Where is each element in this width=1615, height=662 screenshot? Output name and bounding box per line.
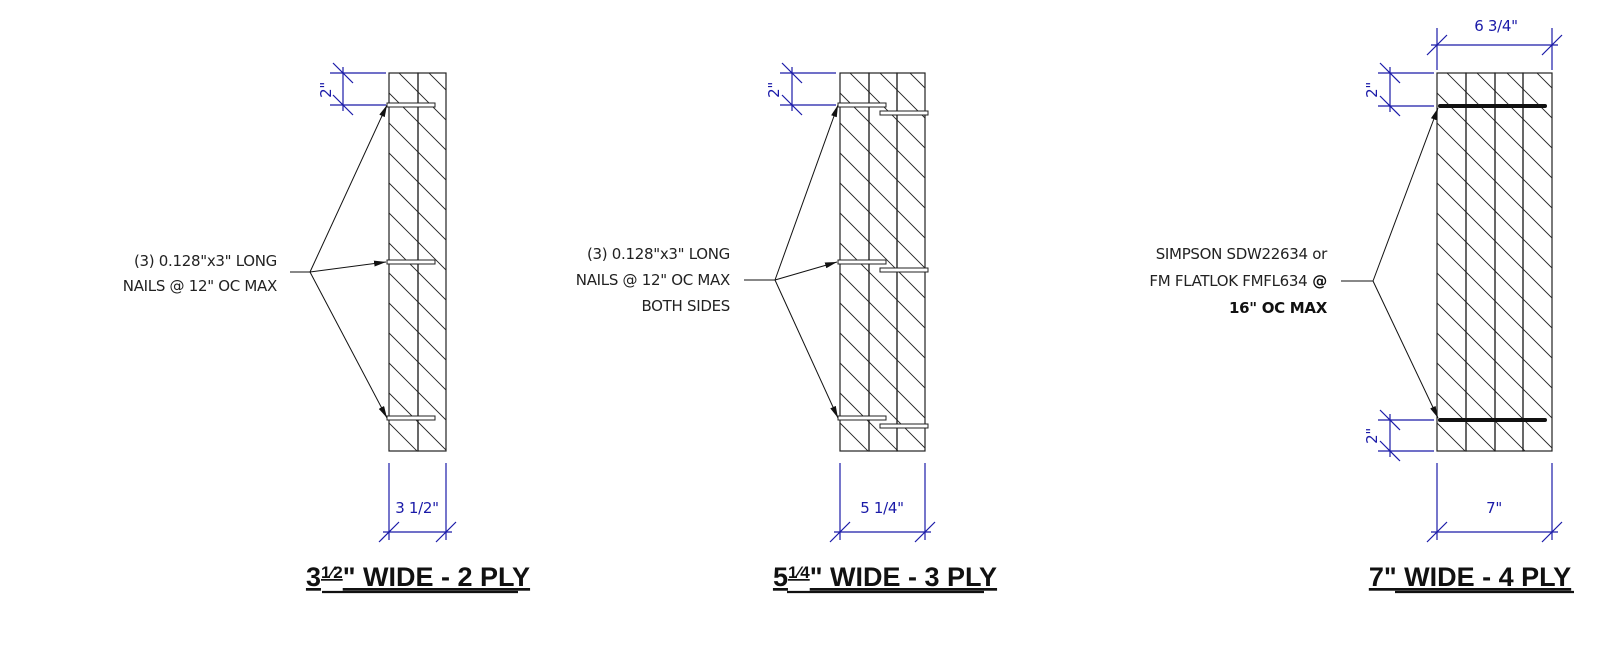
detail-3-ply: 2" 5 1/4" (3) 0.128"x3" LONG NAILS @ 12"… — [576, 62, 997, 592]
width-dimension: 3 1/2" — [378, 463, 457, 543]
callout-line-3: BOTH SIDES — [641, 297, 730, 315]
top-dim-label: 6 3/4" — [1474, 17, 1518, 35]
edge-dimension: 2" — [765, 62, 836, 116]
ply-2 — [1465, 72, 1496, 452]
edge-dim-bottom-label: 2" — [1363, 428, 1381, 444]
ply-3 — [896, 72, 926, 452]
nail — [386, 259, 436, 265]
callout-line-1: SIMPSON SDW22634 or — [1156, 245, 1328, 263]
callout-leader — [1341, 107, 1439, 419]
nail — [879, 267, 929, 273]
detail-title: 31⁄2" WIDE - 2 PLY — [306, 562, 530, 592]
ply-4 — [1522, 72, 1553, 452]
callout-line-2: FM FLATLOK FMFL634 @ — [1149, 272, 1327, 290]
callout-line-1: (3) 0.128"x3" LONG — [587, 245, 730, 263]
edge-dimension-top: 2" — [1363, 62, 1434, 117]
edge-dim-label: 2" — [765, 82, 783, 98]
callout-leader — [744, 104, 839, 419]
nail — [386, 102, 436, 108]
width-dimension: 7" — [1426, 463, 1563, 543]
detail-title: 7" WIDE - 4 PLY — [1369, 562, 1571, 592]
callout-line-2: NAILS @ 12" OC MAX — [123, 277, 277, 295]
callout-line-3: 16" OC MAX — [1229, 299, 1328, 317]
edge-dim-top-label: 2" — [1363, 82, 1381, 98]
detail-2-ply: 2" 3 1/2" (3) 0.128"x3" LONG NAILS @ 12"… — [123, 62, 530, 592]
width-dim-label: 7" — [1486, 499, 1502, 517]
callout-leader — [290, 104, 388, 419]
detail-title: 51⁄4" WIDE - 3 PLY — [773, 562, 997, 592]
top-dimension: 6 3/4" — [1426, 17, 1563, 70]
nail — [837, 415, 887, 421]
nail — [386, 415, 436, 421]
ply-1 — [1436, 72, 1467, 452]
edge-dimension-bottom: 2" — [1363, 409, 1434, 462]
width-dim-label: 3 1/2" — [395, 499, 439, 517]
detail-4-ply: 6 3/4" 2" 2" 7" SI — [1149, 17, 1571, 592]
width-dimension: 5 1/4" — [829, 463, 936, 543]
callout-line-1: (3) 0.128"x3" LONG — [134, 252, 277, 270]
ply-3 — [1494, 72, 1524, 452]
nail — [837, 102, 887, 108]
nail — [837, 259, 887, 265]
nail — [879, 423, 929, 429]
callout-line-2: NAILS @ 12" OC MAX — [576, 271, 730, 289]
nail — [879, 110, 929, 116]
wood-hatch — [840, 73, 925, 451]
edge-dimension: 2" — [317, 62, 386, 116]
width-dim-label: 5 1/4" — [860, 499, 904, 517]
edge-dim-label: 2" — [317, 82, 335, 98]
